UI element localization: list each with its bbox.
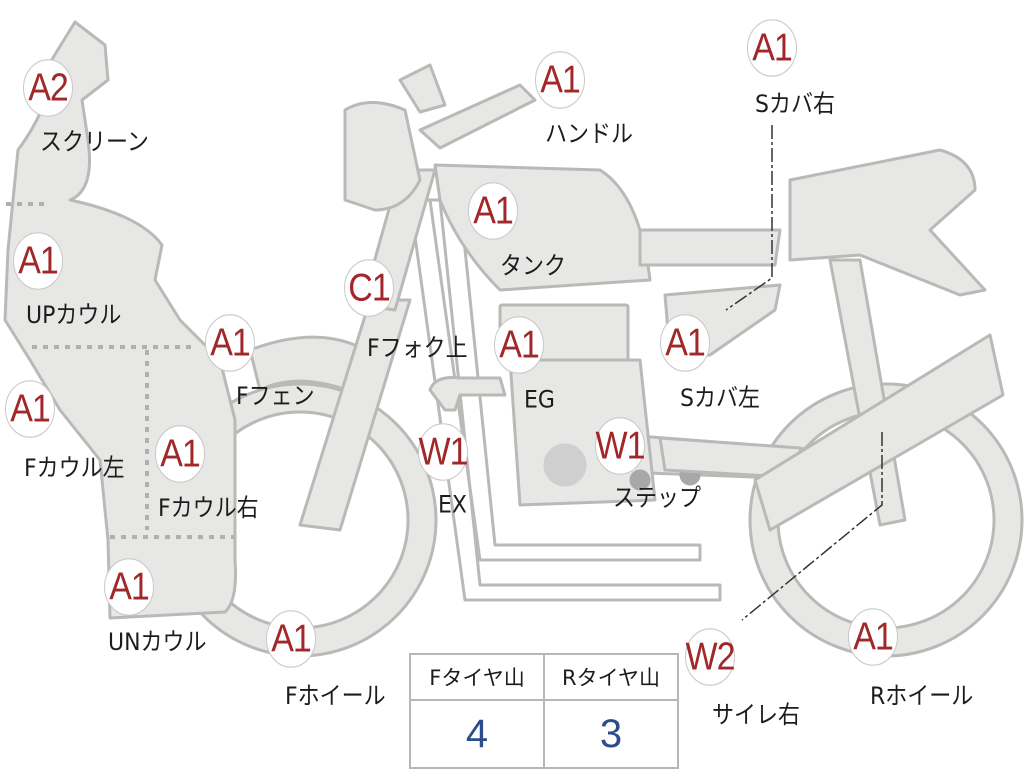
badge-f-cowl-right: A1 (155, 425, 205, 483)
badge-r-wheel: A1 (848, 608, 898, 666)
label-engine: EG (524, 386, 555, 415)
label-s-cover-right: Sカバ右 (755, 91, 835, 119)
badge-exhaust: W1 (418, 423, 469, 481)
label-step: ステップ (613, 485, 702, 513)
exhaust-pipe-shape (428, 376, 507, 412)
badge-under-cowl: A1 (104, 558, 154, 616)
rear-tire-tread-header: Rタイヤ山 (543, 653, 679, 701)
headlight-shape (343, 101, 422, 212)
badge-up-cowl: A1 (13, 232, 63, 290)
label-up-cowl: UPカウル (26, 302, 122, 330)
badge-f-fender: A1 (205, 314, 255, 372)
label-exhaust: EX (438, 491, 467, 520)
badge-engine: A1 (494, 316, 544, 374)
label-r-wheel: Rホイール (870, 683, 974, 711)
label-f-cowl-left: Fカウル左 (24, 455, 125, 483)
badge-handlebar: A1 (535, 51, 585, 109)
front-tire-tread-value: 4 (409, 699, 545, 769)
seat-shape (638, 228, 782, 267)
badge-f-fork-upper: C1 (344, 259, 394, 317)
badge-s-cover-right: A1 (747, 19, 797, 77)
muffler-shape (753, 333, 1005, 532)
label-silencer-right: サイレ右 (712, 702, 801, 730)
badge-screen: A2 (23, 59, 73, 117)
tire-tread-table: Fタイヤ山 Rタイヤ山 4 3 (409, 653, 679, 769)
label-f-wheel: Fホイール (285, 683, 386, 711)
label-s-cover-left: Sカバ左 (680, 385, 760, 413)
label-handlebar: ハンドル (545, 121, 634, 149)
label-screen: スクリーン (40, 129, 149, 157)
label-tank: タンク (500, 253, 567, 281)
rear-tire-tread-value: 3 (543, 699, 679, 769)
handlebar-shape (418, 83, 537, 150)
badge-tank: A1 (468, 182, 518, 240)
badge-s-cover-left: A1 (660, 314, 710, 372)
label-f-fork-upper: Fフォク上 (367, 335, 468, 363)
label-f-fender: Fフェン (236, 383, 315, 411)
label-f-cowl-right: Fカウル右 (158, 495, 259, 523)
badge-step: W1 (595, 417, 646, 475)
front-tire-tread-header: Fタイヤ山 (409, 653, 545, 701)
badge-silencer-right: W2 (685, 628, 736, 686)
label-under-cowl: UNカウル (108, 629, 207, 657)
badge-f-wheel: A1 (266, 610, 316, 668)
badge-f-cowl-left: A1 (5, 380, 55, 438)
